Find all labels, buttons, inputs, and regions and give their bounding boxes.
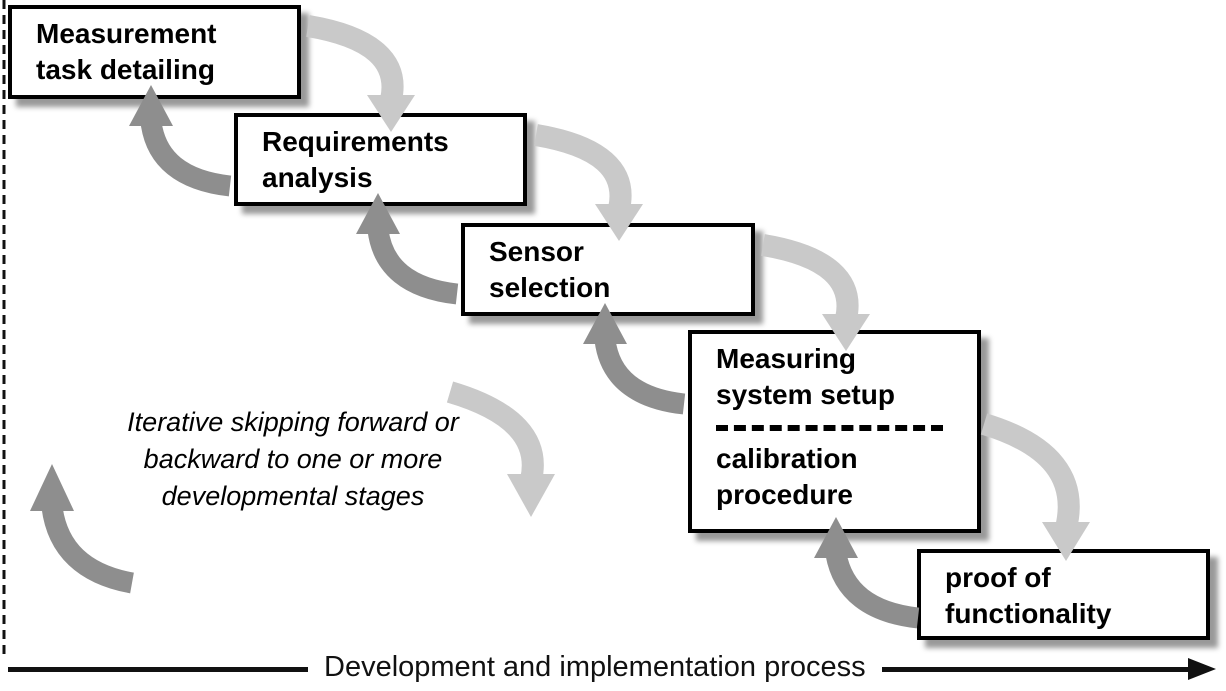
process-axis: Development and implementation process (8, 651, 1216, 687)
axis-line-right (881, 666, 1188, 672)
stage-label: Requirements analysis (262, 126, 449, 193)
stage-box-measurement-task-detailing: Measurement task detailing (8, 5, 301, 99)
stage-box-measuring-system-setup: Measuring system setup calibration proce… (688, 330, 981, 533)
stage-label: Measuring system setup (716, 343, 895, 410)
dashed-divider (716, 425, 943, 431)
backward-arrow-icon (356, 193, 459, 305)
stage-label: Sensor selection (489, 236, 611, 303)
axis-arrowhead-icon (1188, 658, 1216, 680)
backward-arrow-icon (583, 303, 686, 415)
backward-arrow-icon (129, 85, 232, 197)
forward-arrow-icon (980, 413, 1090, 561)
stage-box-requirements-analysis: Requirements analysis (234, 113, 527, 206)
stage-sub-label: calibration procedure (716, 443, 858, 510)
stage-box-sensor-selection: Sensor selection (461, 223, 755, 316)
stage-box-proof-of-functionality: proof of functionality (917, 549, 1210, 640)
iteration-annotation: Iterative skipping forward or backward t… (127, 407, 459, 511)
axis-label: Development and implementation process (324, 650, 866, 683)
stage-label: proof of functionality (945, 562, 1112, 629)
axis-line-left (8, 666, 308, 672)
stage-label: Measurement task detailing (36, 18, 217, 85)
